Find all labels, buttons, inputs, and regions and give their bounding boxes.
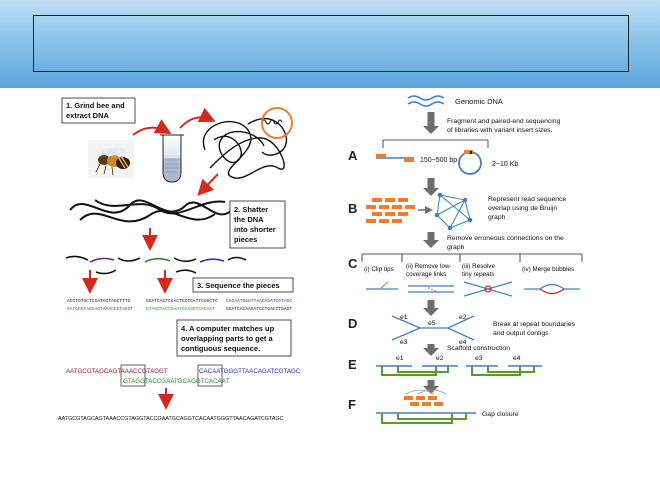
long-insert-circle bbox=[458, 150, 482, 175]
e-scaffold-right bbox=[466, 365, 542, 376]
c-item-1: (i) Clip tips bbox=[364, 266, 394, 273]
step-letter-b: B bbox=[348, 201, 357, 216]
c-item-4: (iv) Merge bubbles bbox=[522, 266, 574, 273]
short-insert-reads bbox=[376, 154, 414, 162]
overlap-top-right: CACAATGGGTTAACAGATCGTAGC bbox=[199, 368, 301, 375]
fragment-text-2: of libraries with variant insert sizes. bbox=[447, 127, 552, 134]
test-tube-icon bbox=[160, 134, 184, 183]
d-repeat-graph bbox=[391, 315, 475, 341]
zoom-circle bbox=[261, 107, 293, 139]
overlap-top-left: AATGCGTAGCAGTAAACCGTAGGT bbox=[66, 368, 168, 375]
step3-box bbox=[192, 277, 294, 293]
c-item-2b: coverage links bbox=[406, 271, 446, 278]
step2-box bbox=[229, 200, 286, 249]
represent-text-3: graph bbox=[488, 214, 506, 221]
gap-text: Gap closure bbox=[482, 411, 519, 418]
d-edge-e5: e5 bbox=[428, 320, 436, 327]
read-col2-1: GGATCACTCGACTGCTGATTCGGCTC bbox=[146, 298, 218, 304]
c-low-coverage bbox=[408, 285, 454, 293]
step2-line3: into shorter bbox=[234, 225, 276, 234]
step3-label: 3. Sequence the pieces bbox=[197, 281, 280, 290]
genomic-dna-label: Genomic DNA bbox=[455, 97, 503, 106]
e-label-e4: e4 bbox=[513, 355, 521, 362]
c-item-3b: tiny repeats bbox=[462, 271, 495, 278]
step-letter-f: F bbox=[348, 397, 356, 412]
d-edge-e3: e3 bbox=[400, 339, 408, 346]
final-sequence: AATGCGTAGCAGTAAACCGTAGGTACCGAATGCAGGTCAC… bbox=[58, 416, 284, 422]
shattered-dna bbox=[69, 199, 233, 223]
read-col3-2: GGATCACAAGATCCTGACCTGAGT bbox=[226, 306, 292, 312]
header-banner bbox=[0, 0, 660, 88]
read-col3-1: CACAATGGGTTAACAGATCGTAGC bbox=[226, 298, 292, 304]
e-label-e1: e1 bbox=[396, 355, 404, 362]
represent-text-1: Represent read sequence bbox=[488, 196, 566, 203]
insert-large-label: 2~10 Kb bbox=[492, 161, 518, 168]
dna-coil bbox=[261, 119, 283, 125]
read-col2-2: GTAGGTACCGAATGCAGGTCACAAT bbox=[146, 306, 215, 312]
step-letter-e: E bbox=[348, 357, 357, 372]
step1-box bbox=[61, 97, 136, 124]
represent-text-2: overlap using de Bruijn bbox=[488, 205, 557, 212]
title-frame bbox=[33, 15, 629, 72]
remove-text-2: graph bbox=[447, 244, 465, 251]
dna-fragments bbox=[65, 255, 247, 275]
insert-small-label: 150~500 bp bbox=[420, 157, 457, 164]
d-edge-e2: e2 bbox=[459, 314, 467, 321]
scaffold-text: Scaffold construction bbox=[447, 345, 510, 352]
read-pile bbox=[366, 198, 415, 223]
c-tiny-repeats bbox=[463, 281, 513, 297]
step2-line4: pieces bbox=[234, 235, 257, 244]
c-item-3a: (iii) Resolve bbox=[462, 263, 495, 270]
read-col1-2: AATGCGTAGCAGTAAACCGTAGGT bbox=[67, 306, 133, 312]
e-scaffold-left bbox=[376, 365, 458, 376]
step-letter-a: A bbox=[348, 148, 358, 163]
d-edge-e1: e1 bbox=[400, 314, 408, 321]
step1-line1: 1. Grind bee and bbox=[66, 101, 125, 110]
read-col1-1: ACCTGTGCTCGATGCTAGCTTTG bbox=[67, 298, 131, 304]
step-letter-c: C bbox=[348, 256, 358, 271]
d-edge-e4: e4 bbox=[459, 339, 467, 346]
e-label-e2: e2 bbox=[436, 355, 444, 362]
step2-line1: 2. Shatter bbox=[234, 205, 268, 214]
f-gap-closure bbox=[376, 389, 476, 424]
de-bruijn-graph bbox=[434, 192, 473, 231]
genomic-dna-icon bbox=[407, 95, 445, 107]
step4-line2: overlapping parts to get a bbox=[181, 334, 274, 343]
step4-line1: 4. A computer matches up bbox=[181, 324, 275, 333]
step4-line3: contiguous sequence. bbox=[181, 344, 260, 353]
c-item-2a: (ii) Remove low- bbox=[406, 263, 451, 270]
fragment-text-1: Fragment and paired-end sequencing bbox=[447, 118, 561, 125]
tangled-dna bbox=[202, 118, 288, 179]
step4-box bbox=[176, 319, 292, 357]
e-label-e3: e3 bbox=[475, 355, 483, 362]
c-clip-tips bbox=[366, 281, 398, 290]
step2-line2: the DNA bbox=[234, 215, 264, 224]
red-arrow-to-tube bbox=[132, 119, 172, 136]
red-arrow-to-shatter bbox=[197, 173, 219, 196]
break-text-2: and output contigs bbox=[493, 330, 549, 337]
overlap-box-left bbox=[120, 364, 146, 387]
bee-image bbox=[88, 140, 134, 178]
remove-text-1: Remove erroneous connections on the bbox=[447, 235, 564, 242]
overlap-bottom: GTAGGTACCGAATGCAGGTCACAAT bbox=[123, 378, 229, 385]
step-letter-d: D bbox=[348, 316, 357, 331]
c-merge-bubbles bbox=[524, 283, 580, 295]
step1-line2: extract DNA bbox=[66, 111, 110, 120]
overlap-box-right bbox=[197, 364, 223, 387]
red-arrow-to-tangle bbox=[179, 107, 216, 129]
break-text-1: Break at repeat boundaries bbox=[493, 321, 576, 328]
